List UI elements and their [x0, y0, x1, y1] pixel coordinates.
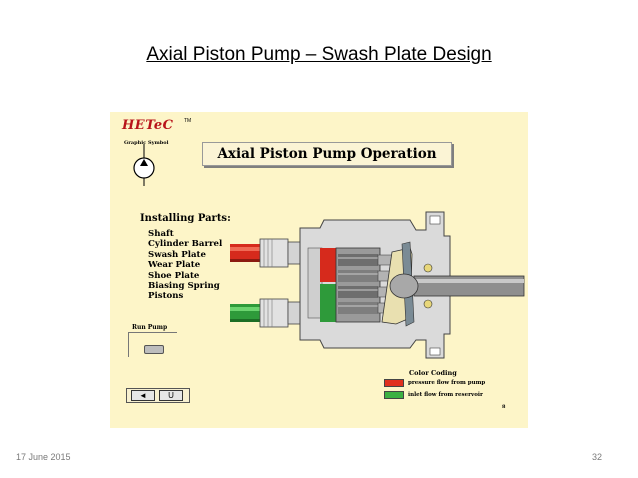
inlet-fitting: [259, 298, 303, 328]
list-item: Shoe Plate: [148, 270, 200, 281]
pump-diagram: [133, 144, 525, 359]
legend-label: inlet flow from reservoir: [408, 392, 483, 398]
hetec-logo: HETeC: [122, 118, 174, 133]
legend-swatch-green: [384, 391, 404, 399]
legend-swatch-red: [384, 379, 404, 387]
replay-button[interactable]: U: [159, 390, 183, 401]
list-item: Shaft: [148, 229, 174, 239]
installing-parts-heading: Installing Parts:: [140, 213, 231, 224]
list-item: Wear Plate: [148, 260, 201, 271]
panel-number: 8: [502, 404, 506, 410]
graphic-symbol-label: Graphic Symbol: [124, 140, 169, 146]
logo-trademark: TM: [184, 118, 192, 124]
list-item: Swash Plate: [148, 249, 206, 260]
run-pump-label: Run Pump: [132, 324, 168, 331]
outlet-fitting: [259, 238, 303, 268]
run-pump-frame: [128, 332, 177, 357]
footer-date: 17 June 2015: [16, 452, 71, 462]
pump-graphic-symbol-icon: [133, 144, 155, 186]
panel-heading: Axial Piston Pump Operation: [202, 142, 452, 166]
slide-title: Axial Piston Pump – Swash Plate Design: [146, 44, 492, 65]
legend-label: pressure flow from pump: [408, 380, 486, 386]
list-item: Biasing Spring: [148, 281, 220, 292]
animation-panel: HETeC TM Graphic Symbol Axial Piston Pum…: [110, 112, 528, 428]
cylinder-barrel: [335, 247, 381, 323]
list-item: Cylinder Barrel: [148, 239, 223, 250]
back-button[interactable]: ◄: [131, 390, 155, 401]
list-item: Pistons: [148, 291, 184, 302]
page-number: 32: [592, 452, 603, 462]
legend-title: Color Coding: [409, 369, 457, 377]
run-pump-button[interactable]: [144, 345, 164, 354]
parts-list: Shaft Cylinder Barrel Swash Plate Wear P…: [148, 229, 222, 302]
drive-shaft: [389, 273, 525, 299]
